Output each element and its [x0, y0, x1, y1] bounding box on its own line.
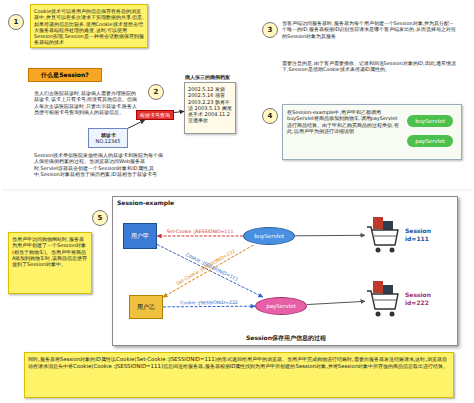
- cart-icon: [365, 213, 401, 257]
- example-panel: Session-exampleSession保存用户信息的过程 用户甲 buySer…: [112, 196, 458, 346]
- connector: [307, 301, 365, 304]
- node-text: Session id=222: [405, 291, 447, 306]
- node-text: 用户甲: [131, 232, 149, 240]
- node-text: buyServlet: [415, 118, 445, 125]
- node-text: 就诊卡: [89, 132, 127, 138]
- note-box: Cookie技术可以将用户的信息保存在各自的浏览器中,并且可以在多次请求下实现数…: [30, 4, 148, 48]
- goods: [383, 285, 393, 294]
- note-box: 同时,服务器将Session对象的ID属性以Cookie(Set-Cookie …: [24, 352, 454, 398]
- node-text: 1: [14, 18, 19, 27]
- callout-number: 3: [262, 22, 278, 38]
- servlet-pill: buyServlet: [407, 115, 453, 127]
- record-box: 病人张三的病例档案2002.5.12 发烧 2002.5.16 感冒 2003.…: [184, 82, 236, 134]
- servlet-oval: buyServlet: [243, 227, 295, 245]
- card-box: 就诊卡NO.12345: [88, 128, 128, 148]
- callout-number: 4: [262, 108, 278, 124]
- node-text: 同时,服务器将Session对象的ID属性以Cookie(Set-Cookie …: [28, 356, 450, 370]
- cart-frame: [374, 300, 397, 301]
- note-text: 需要注意的是,由于客户需要接收、记录和回送Session对象的ID,因此,通常情…: [282, 60, 458, 73]
- node-text: buyServlet: [254, 233, 284, 240]
- note-text: Session技术类似医院发放给病人的就诊卡和医院为每个病人保留病例档案的过程。…: [34, 152, 164, 177]
- edge-label: Set-Cookie :JSESSIONID=111: [167, 229, 234, 235]
- node-text: 4: [268, 112, 273, 121]
- connector: [163, 306, 255, 308]
- cart-frame: [367, 291, 398, 309]
- connector: [295, 235, 365, 237]
- edge-label: Cookie :JSESSIONID=222: [180, 299, 238, 305]
- node-text: 什么是Session?: [41, 71, 88, 79]
- node-text: 用户乙: [137, 303, 155, 311]
- node-text: Cookie技术可以将用户的信息保存在各自的浏览器中,并且可以在多次请求下实现数…: [34, 8, 144, 46]
- node-text: 在Session-example中,用户甲和乙都调用buyServlet将商品添…: [287, 109, 399, 134]
- node-text: 病人张三的病例档案: [185, 74, 255, 80]
- node-text: Session id=111: [405, 227, 447, 242]
- cart-icon: [365, 277, 401, 321]
- user-monitor: 用户甲: [123, 223, 157, 249]
- cart-wheel: [376, 312, 381, 317]
- goods: [383, 221, 393, 230]
- query-arrow-box: 根据卡号查询: [136, 110, 174, 120]
- goods: [373, 217, 383, 229]
- cart-wheel: [376, 248, 381, 253]
- node-text: 3: [268, 26, 273, 35]
- node-text: payServlet: [266, 303, 296, 310]
- node-text: Session-example: [117, 199, 174, 207]
- connector: [174, 111, 184, 112]
- cart-node: Session id=111: [365, 211, 449, 259]
- cart-wheel: [390, 312, 395, 317]
- node-text: payServlet: [415, 138, 445, 145]
- heading-box: 什么是Session?: [28, 68, 102, 82]
- connector: [157, 236, 243, 237]
- connector: [163, 245, 253, 297]
- goods: [373, 281, 383, 293]
- cart-frame: [374, 236, 397, 237]
- cart-wheel: [390, 248, 395, 253]
- callout-number: 5: [92, 210, 108, 226]
- servlet-pill: payServlet: [407, 135, 453, 147]
- servlet-oval: payServlet: [255, 297, 307, 315]
- note-box: 当用户甲访问购物网站时,服务器为用户甲创建了一个Session对象(相当于购物车…: [8, 232, 92, 294]
- node-text: 根据卡号查询: [140, 112, 170, 118]
- cart-node: Session id=222: [365, 275, 449, 323]
- user-box: 用户乙: [129, 295, 163, 319]
- node-text: Session保存用户信息的过程: [113, 334, 459, 342]
- note-text: 当人们去医院就诊时,就诊病人需要办理医院的就诊卡,该卡上只有卡号,而没有其他信息…: [34, 90, 138, 115]
- node-text: 5: [98, 214, 103, 223]
- node-text: NO.12345: [89, 138, 127, 144]
- node-text: 2: [154, 88, 159, 97]
- connector: [128, 120, 145, 128]
- node-text: 当用户甲访问购物网站时,服务器为用户甲创建了一个Session对象(相当于购物车…: [12, 236, 88, 267]
- divider: [2, 190, 472, 191]
- node-text: 2002.5.12 发烧 2002.5.16 感冒 2003.2.23 肠胃不适…: [188, 86, 232, 124]
- note-text: 当客户端访问服务器时,服务器为每个用户创建一个Session对象,并为其分配一个…: [282, 20, 458, 39]
- callout-number: 2: [148, 84, 164, 100]
- callout-number: 1: [8, 14, 24, 30]
- connector: [157, 244, 263, 297]
- cart-frame: [367, 227, 398, 245]
- note-box: 在Session-example中,用户甲和乙都调用buyServlet将商品添…: [282, 104, 462, 160]
